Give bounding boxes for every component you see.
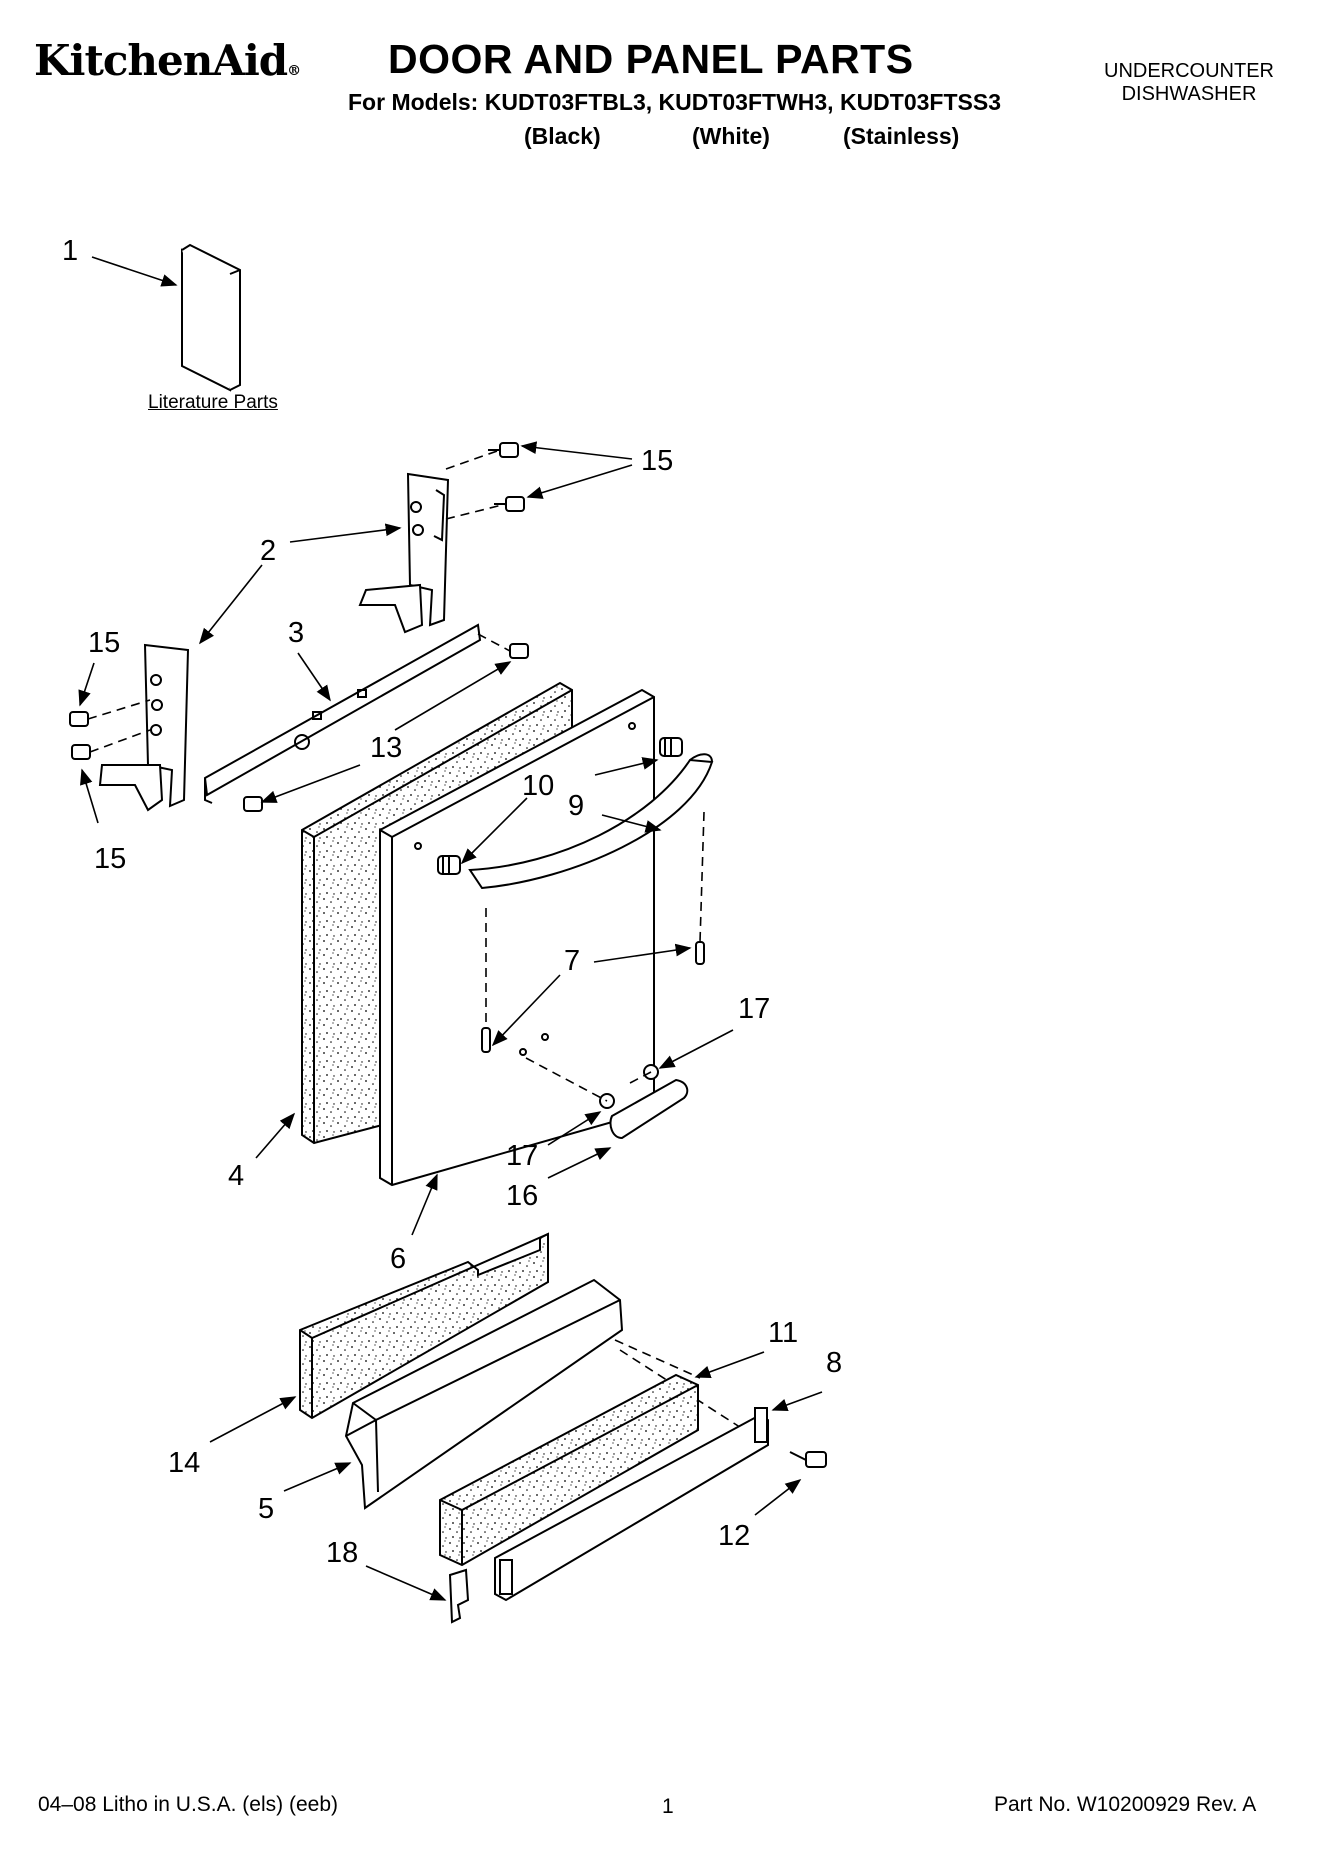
callout-2: 2 bbox=[260, 535, 276, 567]
finish-white: (White) bbox=[692, 123, 770, 149]
hinge-bracket-left bbox=[98, 643, 190, 812]
kick-plate-screw bbox=[789, 1451, 827, 1468]
callout-5: 5 bbox=[258, 1493, 274, 1525]
handle-end-cap-upper bbox=[659, 737, 683, 757]
callout-1: 1 bbox=[62, 235, 78, 267]
callout-17-left: 17 bbox=[506, 1140, 538, 1172]
door-handle bbox=[468, 753, 714, 890]
door-badge bbox=[609, 1078, 689, 1140]
callout-15-top: 15 bbox=[641, 445, 673, 477]
toe-panel-clip bbox=[448, 1568, 470, 1624]
brand-logo: KitchenAid® bbox=[34, 36, 301, 85]
brand-name: KitchenAid bbox=[34, 36, 288, 85]
callout-8: 8 bbox=[826, 1347, 842, 1379]
bracket-screw-left bbox=[243, 796, 263, 812]
hinge-bracket-right bbox=[358, 472, 450, 634]
callout-9: 9 bbox=[568, 790, 584, 822]
leader-lines bbox=[78, 256, 823, 1601]
callout-6: 6 bbox=[390, 1243, 406, 1275]
literature-parts-label: Literature Parts bbox=[148, 392, 278, 413]
page-title: DOOR AND PANEL PARTS bbox=[388, 36, 914, 82]
callout-3: 3 bbox=[288, 617, 304, 649]
handle-stud-left bbox=[481, 1027, 491, 1053]
callout-10: 10 bbox=[522, 770, 554, 802]
toe-insulation-lower bbox=[439, 1373, 699, 1567]
models-line: For Models: KUDT03FTBL3, KUDT03FTWH3, KU… bbox=[348, 89, 1001, 115]
hinge-screw-left-1 bbox=[69, 711, 89, 727]
callout-16: 16 bbox=[506, 1180, 538, 1212]
category-line-2: DISHWASHER bbox=[1121, 83, 1257, 105]
callout-4: 4 bbox=[228, 1160, 244, 1192]
callout-11: 11 bbox=[768, 1317, 798, 1349]
page-number: 1 bbox=[662, 1795, 674, 1818]
callout-13: 13 bbox=[370, 732, 402, 764]
toe-insulation-upper bbox=[299, 1232, 549, 1420]
callout-15-left-bottom: 15 bbox=[94, 843, 126, 875]
litho-note: 04–08 Litho in U.S.A. (els) (eeb) bbox=[38, 1793, 338, 1816]
callout-7: 7 bbox=[564, 945, 580, 977]
toe-panel-bracket bbox=[344, 1278, 624, 1510]
hinge-screw-upper-1 bbox=[488, 442, 519, 458]
callout-14: 14 bbox=[168, 1447, 200, 1479]
handle-stud-right bbox=[695, 941, 705, 965]
part-number: Part No. W10200929 Rev. A bbox=[994, 1793, 1257, 1816]
hinge-screw-left-2 bbox=[71, 744, 91, 760]
door-top-bracket bbox=[203, 623, 482, 804]
callout-17-right: 17 bbox=[738, 993, 770, 1025]
category-line-1: UNDERCOUNTER bbox=[1104, 60, 1274, 82]
kick-plate bbox=[494, 1407, 769, 1602]
appliance-category: UNDERCOUNTER DISHWASHER bbox=[1104, 60, 1274, 106]
finish-black: (Black) bbox=[524, 123, 601, 149]
registered-mark: ® bbox=[287, 63, 301, 79]
callout-12: 12 bbox=[718, 1520, 750, 1552]
bracket-screw-right bbox=[509, 643, 529, 659]
hinge-screw-upper-2 bbox=[494, 496, 525, 512]
finish-stainless: (Stainless) bbox=[843, 123, 960, 149]
callout-15-left-top: 15 bbox=[88, 627, 120, 659]
literature-booklet bbox=[181, 243, 241, 392]
callout-18: 18 bbox=[326, 1537, 358, 1569]
handle-end-cap-lower bbox=[437, 855, 461, 875]
